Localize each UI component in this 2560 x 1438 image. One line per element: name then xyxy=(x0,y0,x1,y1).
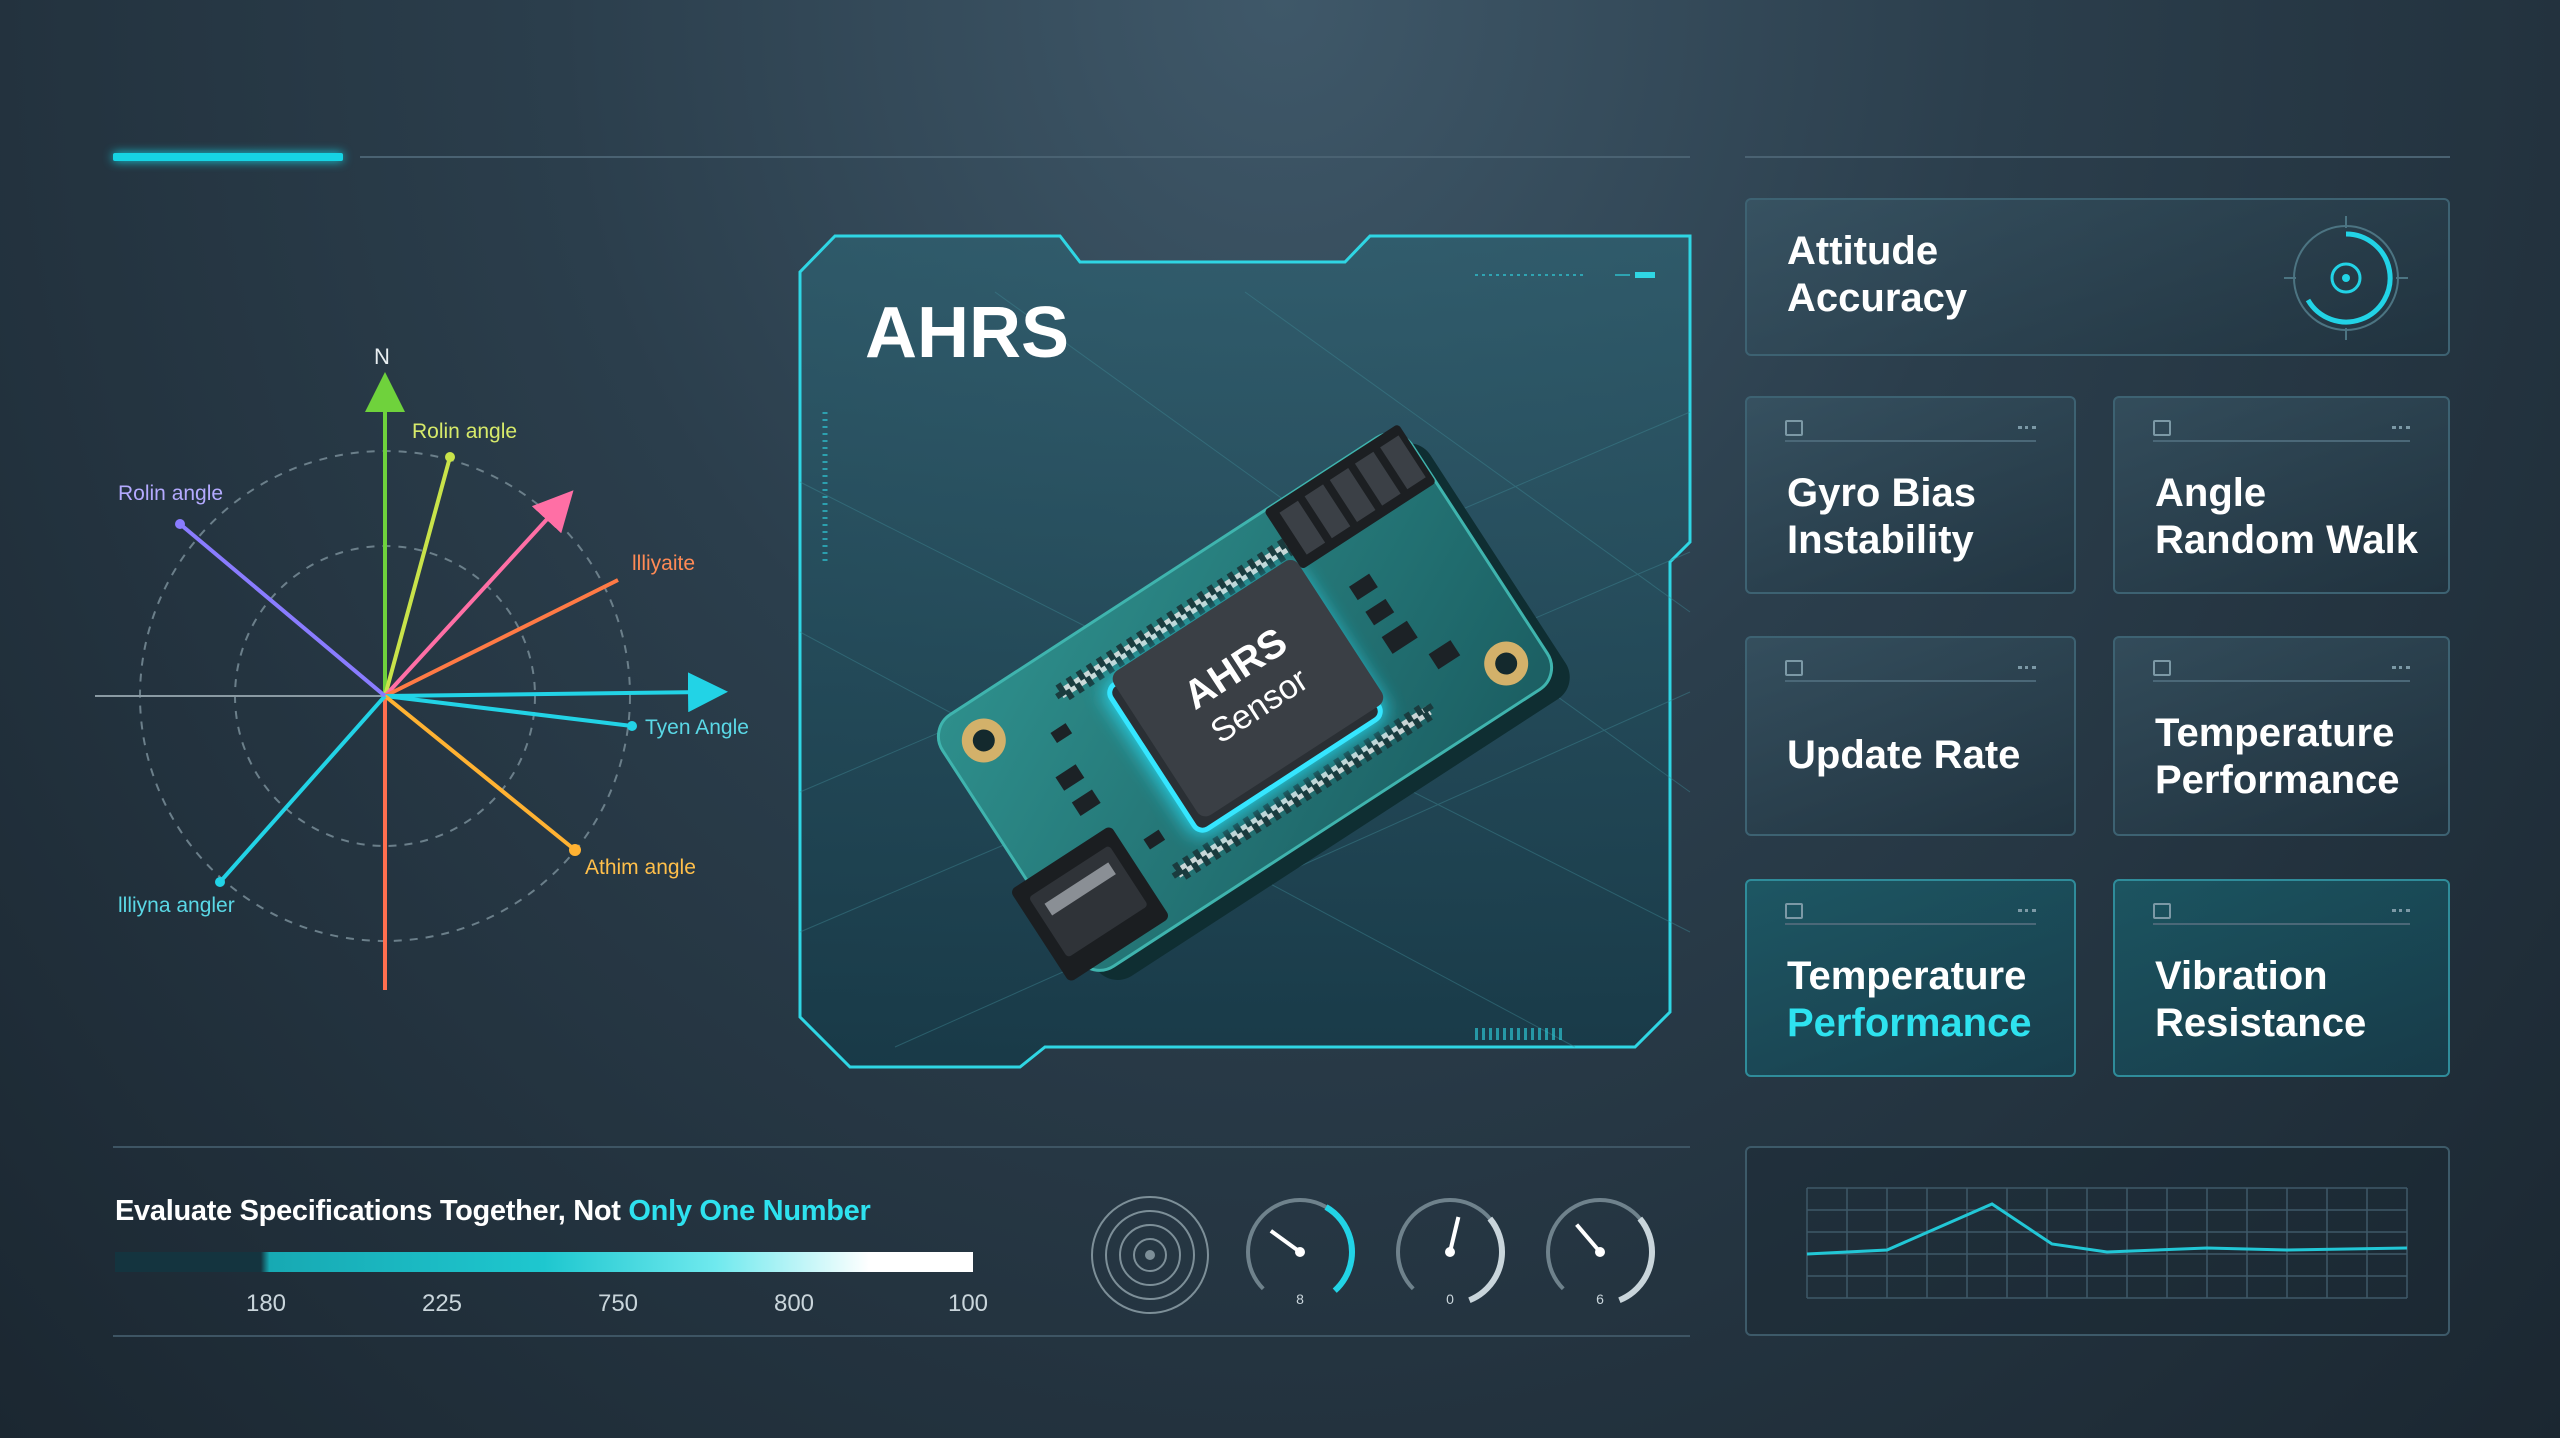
gauge-dial: 0 xyxy=(1395,1197,1505,1307)
yaw-vector xyxy=(384,578,619,698)
accent-bar xyxy=(113,153,343,161)
grid-icon xyxy=(1785,420,1803,436)
more-icon xyxy=(2018,666,2036,672)
x-axis-vector xyxy=(384,672,728,713)
spec-card-attitude-accuracy[interactable]: Attitude Accuracy xyxy=(1745,198,2450,356)
spec-card-vibration-resistance[interactable]: Vibration Resistance xyxy=(2113,879,2450,1077)
pin-header xyxy=(1265,425,1435,569)
gauge-label: 0 xyxy=(1446,1291,1454,1307)
temperature-performance-highlight-title: Temperature Performance xyxy=(1787,954,2032,1045)
roll-angle-label-left: Rolin angle xyxy=(118,482,223,505)
module-title: AHRS xyxy=(865,293,1069,373)
tyen-angle-label: Tyen Angle xyxy=(645,716,749,739)
tick-label: 225 xyxy=(421,1290,463,1317)
roll-angle-label-top: Rolin angle xyxy=(412,420,517,443)
divider-bottom-bottom xyxy=(113,1335,1690,1337)
ahrs-sensor-board: AHRS Sensor xyxy=(936,425,1570,981)
trend-chart xyxy=(1806,1187,2408,1299)
roll-vector xyxy=(383,456,452,697)
divider-bottom-top xyxy=(113,1146,1690,1148)
north-label: N xyxy=(374,344,390,369)
tyen-vector xyxy=(384,694,633,728)
pink-vector xyxy=(383,490,574,698)
gauge-needle xyxy=(1575,1223,1602,1254)
athim-angle-label: Athim angle xyxy=(585,856,696,879)
gauge-needle xyxy=(1269,1229,1302,1254)
spec-card-update-rate[interactable]: Update Rate xyxy=(1745,636,2076,836)
trend-chart-panel xyxy=(1745,1146,2450,1336)
gauge-group: 8 0 6 xyxy=(1091,1196,1655,1314)
divider-top-left xyxy=(360,156,1690,158)
tick-label: 750 xyxy=(597,1290,639,1317)
more-icon xyxy=(2018,426,2036,432)
tick-label: 800 xyxy=(773,1290,815,1317)
gauge-label: 6 xyxy=(1596,1291,1604,1307)
more-icon xyxy=(2018,909,2036,915)
gauge-dial: 8 xyxy=(1245,1197,1355,1307)
gauge-label: 8 xyxy=(1296,1291,1304,1307)
monitor-icon xyxy=(1785,660,1803,676)
gauge-needle xyxy=(1448,1216,1461,1253)
spec-card-angle-random-walk[interactable]: Angle Random Walk xyxy=(2113,396,2450,594)
more-icon xyxy=(2392,666,2410,672)
more-icon xyxy=(2392,909,2410,915)
ahrs-module-panel: AHRS AHRS Sensor xyxy=(798,234,1692,1069)
spec-card-temperature-performance[interactable]: Temperature Performance xyxy=(2113,636,2450,836)
radar-icon xyxy=(1091,1196,1209,1314)
thermometer-icon xyxy=(2153,660,2171,676)
attitude-accuracy-title: Attitude Accuracy xyxy=(1787,229,1968,320)
trend-line xyxy=(1806,1202,2408,1256)
yaw-label: llliyaite xyxy=(632,552,695,575)
target-icon xyxy=(2284,216,2408,340)
lower-left-vector xyxy=(218,694,387,884)
divider-top-right xyxy=(1745,156,2450,158)
gauge-dial: 6 xyxy=(1545,1197,1655,1307)
gyro-bias-title: Gyro Bias Instability xyxy=(1787,471,1976,562)
attitude-compass-diagram: N Rolin angle llliyaite Tyen Angle Athim… xyxy=(95,344,749,990)
tick-label: 180 xyxy=(245,1290,287,1317)
tick-label: 100 xyxy=(947,1290,989,1317)
spec-card-temperature-performance-highlight[interactable]: Temperature Performance xyxy=(1745,879,2076,1077)
evaluation-statement: Evaluate Specifications Together, Not On… xyxy=(115,1195,871,1227)
device-icon xyxy=(1785,903,1803,919)
upper-left-vector xyxy=(178,522,387,698)
side-connector xyxy=(1012,827,1168,981)
vibration-resistance-title: Vibration Resistance xyxy=(2155,954,2367,1045)
athim-vector xyxy=(383,694,577,852)
chart-icon xyxy=(2153,420,2171,436)
angle-random-walk-title: Angle Random Walk xyxy=(2155,471,2418,562)
spec-card-gyro-bias-instability[interactable]: Gyro Bias Instability xyxy=(1745,396,2076,594)
gauge-arc xyxy=(1545,1197,1655,1307)
lower-left-angle-label: llliyna angler xyxy=(118,894,235,917)
spec-gradient-bar xyxy=(115,1252,973,1272)
gauge-arc xyxy=(1395,1197,1505,1307)
update-rate-title: Update Rate xyxy=(1787,733,2021,777)
wave-icon xyxy=(2153,903,2171,919)
temperature-performance-title: Temperature Performance xyxy=(2155,711,2400,802)
more-icon xyxy=(2392,426,2410,432)
